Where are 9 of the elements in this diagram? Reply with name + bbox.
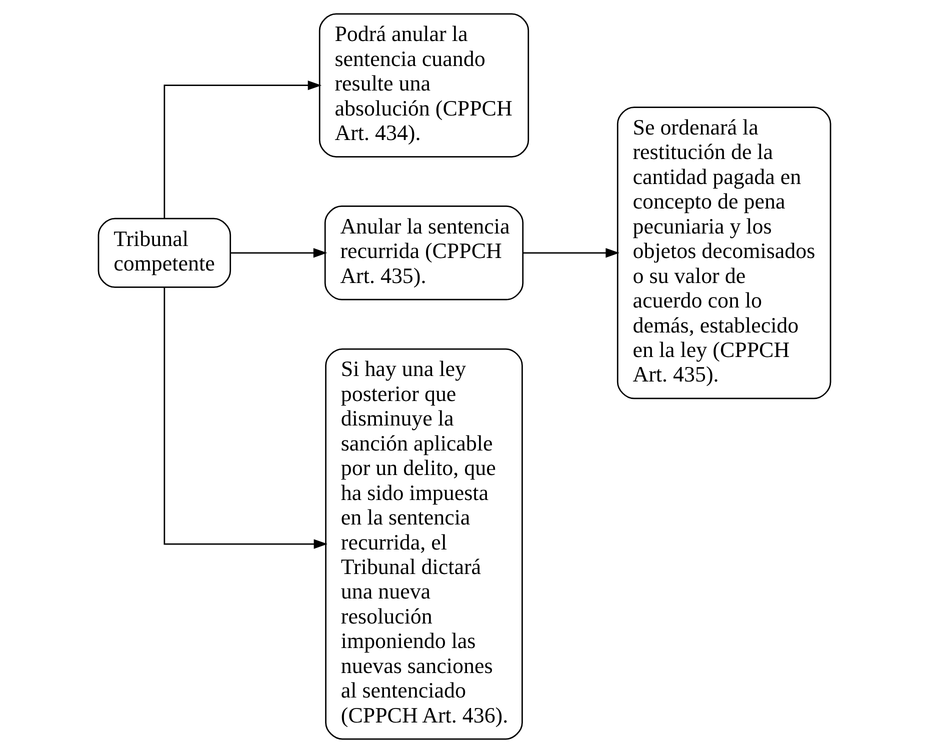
node-box: Anular la sentencia recurrida (CPPCH Art. 435). — [324, 206, 524, 300]
arrow — [163, 80, 322, 218]
arrow — [163, 287, 328, 549]
arrow — [522, 248, 619, 258]
node-box: Tribunal competente — [97, 218, 231, 288]
node-box: Si hay una ley posterior que disminuye la sanción aplicable por un delito, que ha sido impuesta en la sentencia recurrida, el Tribunal dictará una nueva resolución imponiendo las nuevas sanciones al sentenciado (CPPCH Art. 436). — [324, 348, 522, 740]
arrow — [230, 248, 327, 258]
node-box: Podrá anular la sentencia cuando resulte una absolución (CPPCH Art. 434). — [318, 13, 529, 158]
node-box: Se ordenará la restitución de la cantidad pagada en concepto de pena pecuniaria y los objetos decomisados o su valor de acuerdo con lo demás, establecido en la ley (CPPCH Art. 435). — [616, 106, 831, 400]
